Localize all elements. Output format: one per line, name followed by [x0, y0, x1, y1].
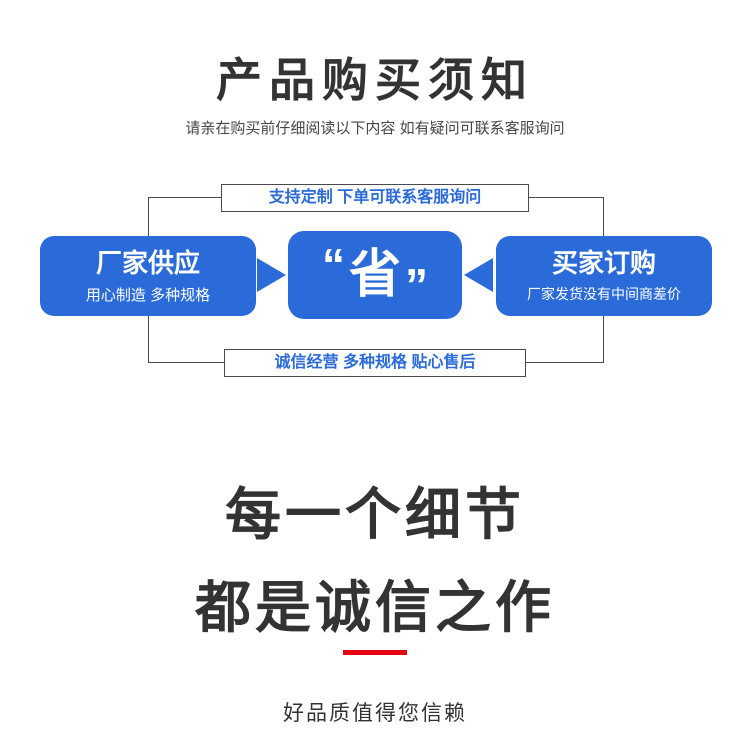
- connector-line: [148, 197, 149, 237]
- arrow-right-icon: [257, 258, 286, 292]
- red-divider: [343, 650, 407, 655]
- headline-line2: 都是诚信之作: [195, 576, 555, 639]
- buyer-card: 买家订购 厂家发货没有中间商差价: [496, 236, 712, 316]
- bottom-banner: 诚信经营 多种规格 贴心售后: [224, 349, 526, 377]
- top-banner: 支持定制 下单可联系客服询问: [221, 184, 529, 212]
- page-title: 产品购买须知: [216, 54, 534, 106]
- close-quote-icon: ”: [405, 259, 428, 311]
- connector-line: [603, 197, 604, 237]
- supplier-card-title: 厂家供应: [95, 248, 200, 278]
- connector-line: [148, 315, 149, 363]
- arrow-left-icon: [464, 258, 493, 292]
- page-subtitle: 请亲在购买前仔细阅读以下内容 如有疑问可联系客服询问: [185, 120, 565, 137]
- save-character: 省: [348, 246, 401, 304]
- tagline: 好品质值得您信赖: [283, 702, 467, 725]
- headline-line1: 每一个细节: [225, 483, 525, 546]
- open-quote-icon: “: [321, 239, 345, 291]
- connector-line: [148, 362, 226, 363]
- buyer-card-subtitle: 厂家发货没有中间商差价: [527, 286, 681, 302]
- supplier-card-subtitle: 用心制造 多种规格: [85, 287, 211, 304]
- save-card: “ 省 ”: [288, 231, 462, 319]
- buyer-card-title: 买家订购: [551, 248, 656, 278]
- connector-line: [148, 197, 222, 198]
- connector-line: [603, 315, 604, 363]
- connector-line: [526, 362, 604, 363]
- connector-line: [529, 197, 604, 198]
- supplier-card: 厂家供应 用心制造 多种规格: [40, 236, 256, 316]
